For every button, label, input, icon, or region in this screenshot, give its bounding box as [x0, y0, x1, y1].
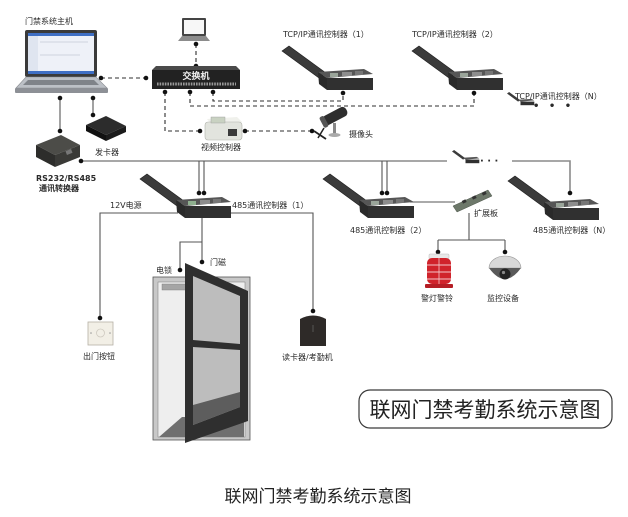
- link-ctrl1-lock: [179, 241, 202, 270]
- switch-label: 交换机: [182, 70, 209, 82]
- link-switch-tcp1: [212, 92, 344, 102]
- converter-label-line1: RS232/RS485: [36, 174, 97, 183]
- electric-lock-label: 电锁: [156, 265, 172, 275]
- door-sensor-label: 门磁: [210, 257, 226, 267]
- host-laptop-icon: [15, 30, 108, 93]
- host-label: 门禁系统主机: [25, 16, 73, 26]
- video-controller-label: 视频控制器: [201, 142, 241, 152]
- link-expansion-outputs: [437, 213, 506, 252]
- bus-continuation: · · ·: [480, 156, 498, 167]
- converter-label-line2: 通讯转换器: [39, 183, 80, 193]
- bus-controller-n-icon: [452, 150, 480, 164]
- monitoring-camera-icon: [488, 255, 522, 280]
- camera-icon: [313, 106, 348, 140]
- card-reader-label: 读卡器/考勤机: [282, 352, 333, 362]
- converter-icon: [36, 135, 80, 167]
- rs485-controller-n-label: 485通讯控制器（N）: [533, 225, 610, 235]
- tcp-controller-n-icon: [507, 92, 535, 106]
- connections: [57, 41, 573, 321]
- rs485-controller-2-icon: [322, 173, 414, 218]
- card-issuer-icon: [86, 116, 126, 141]
- rs485-bus-right: [512, 160, 571, 192]
- alarm-light-icon: [425, 253, 453, 288]
- expansion-board-icon: [452, 189, 493, 213]
- exit-button-label: 出门按钮: [83, 351, 115, 361]
- link-ctrl1-exit-button: [99, 212, 178, 318]
- tcp-controller-2-icon: [411, 45, 503, 90]
- link-switch-tcp2: [189, 92, 475, 107]
- expansion-board-label: 扩展板: [474, 208, 498, 218]
- video-controller-icon: [204, 116, 243, 141]
- tcp-controller-1-label: TCP/IP通讯控制器（1）: [282, 29, 369, 39]
- link-ctrl1-reader: [230, 212, 314, 311]
- rs485-controller-1-icon: [139, 173, 231, 218]
- alarm-label: 警灯警铃: [421, 293, 453, 303]
- tcp-controller-2-label: TCP/IP通讯控制器（2）: [411, 29, 498, 39]
- monitoring-label: 监控设备: [487, 293, 519, 303]
- card-reader-icon: [300, 315, 326, 346]
- tcp-controller-n-continuation: • • •: [533, 101, 574, 112]
- link-switch-video: [164, 92, 200, 132]
- client-laptop-icon: [178, 18, 210, 41]
- diagram-title: 联网门禁考勤系统示意图: [370, 398, 601, 422]
- door-icon: [152, 263, 251, 443]
- caption-box: 联网门禁考勤系统示意图: [358, 389, 613, 429]
- rs485-controller-n-icon: [507, 175, 599, 220]
- rs485-controller-2-label: 485通讯控制器（2）: [350, 225, 426, 235]
- camera-label: 摄像头: [349, 129, 373, 139]
- rs485-controller-1-label: 485通讯控制器（1）: [232, 200, 308, 210]
- network-switch-icon: [152, 66, 240, 89]
- tcp-controller-n-label: TCP/IP通讯控制器（N）: [514, 91, 602, 101]
- card-issuer-label: 发卡器: [95, 147, 119, 157]
- power-supply-label: 12V电源: [110, 200, 142, 210]
- footer-caption: 联网门禁考勤系统示意图: [225, 487, 412, 507]
- tcp-controller-1-icon: [281, 45, 373, 90]
- exit-button-icon: [87, 321, 114, 346]
